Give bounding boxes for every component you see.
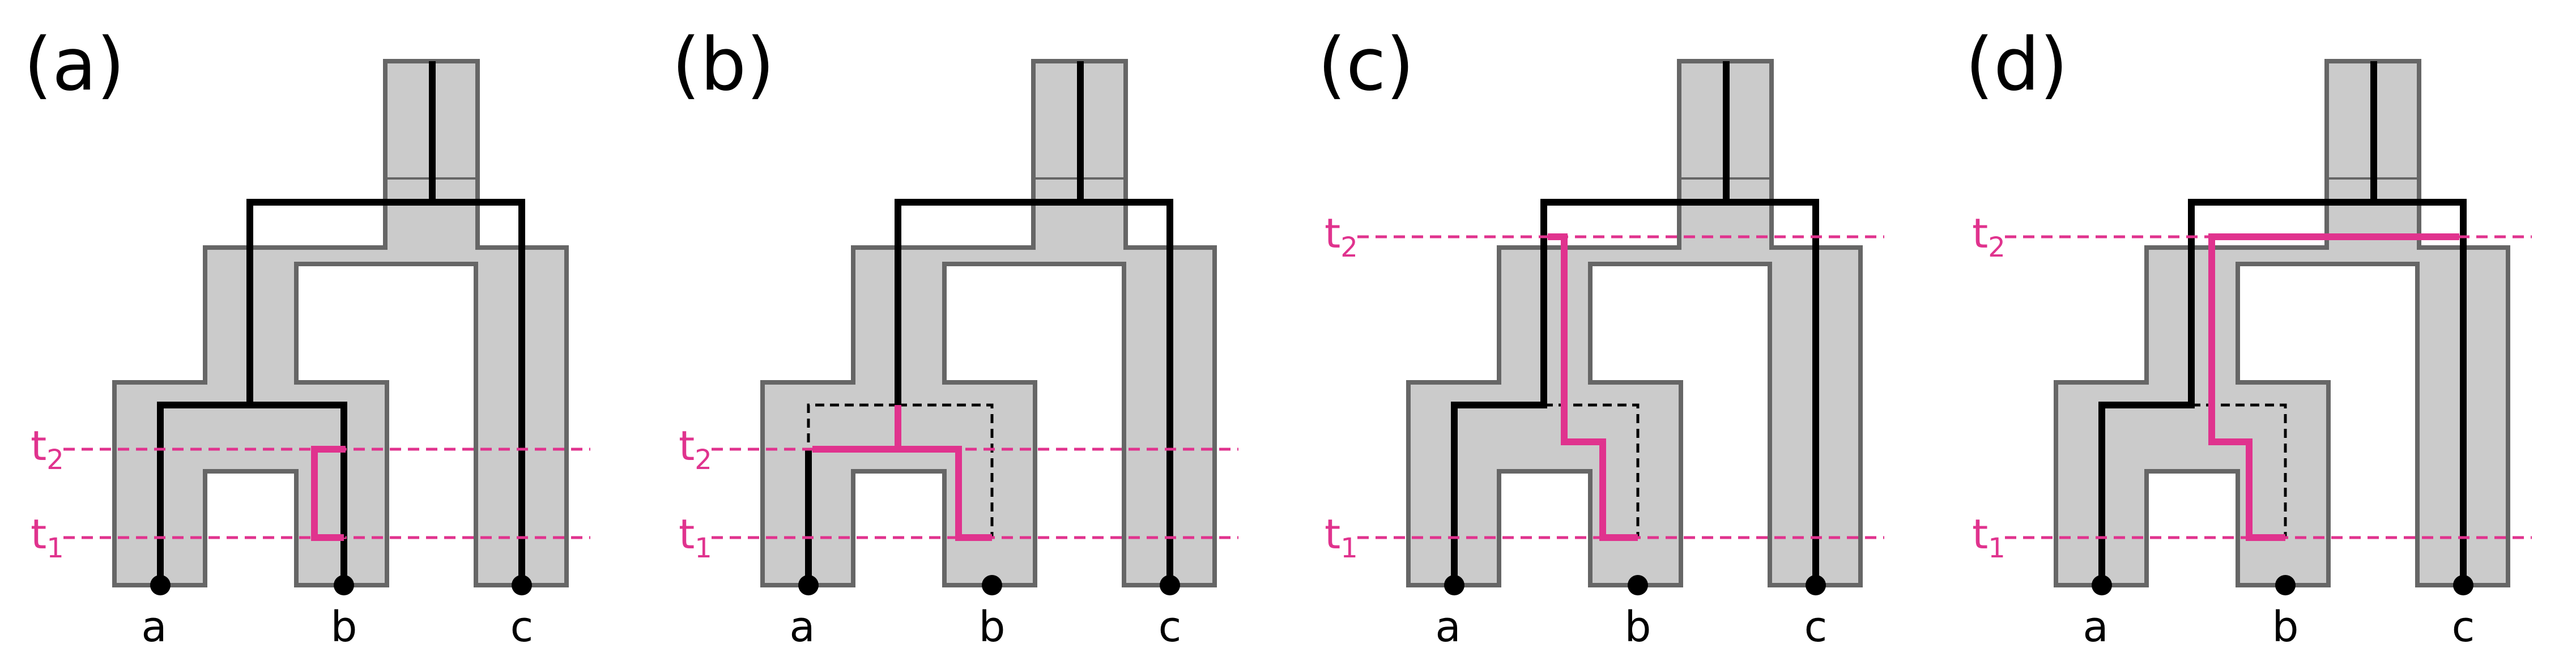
time-label-t2: t2 — [31, 422, 64, 476]
time-label-t1: t1 — [31, 510, 64, 564]
leaf-label-c: c — [1804, 603, 1828, 651]
leaf-label-b: b — [1625, 603, 1651, 651]
panel-a: (a) t2 t1 a b c — [24, 23, 590, 651]
migration-path — [311, 446, 346, 541]
migration-path — [1548, 233, 1638, 541]
leaf-node-c — [512, 575, 532, 595]
leaf-node-b — [2275, 575, 2296, 595]
leaf-label-c: c — [510, 603, 534, 651]
time-label-t2: t2 — [1325, 210, 1358, 263]
leaf-label-b: b — [331, 603, 357, 651]
gene-tree — [805, 61, 1173, 585]
leaf-label-a: a — [141, 603, 167, 651]
leaf-label-a: a — [789, 603, 815, 651]
panel-c: (c) t2 t1 a b c — [1318, 23, 1884, 651]
panel-label: (b) — [672, 23, 774, 107]
panel-label: (d) — [1965, 23, 2068, 107]
gene-tree — [157, 61, 525, 585]
panel-d: (d) t2 t1 a b c — [1965, 23, 2532, 651]
species-tree — [2054, 175, 2510, 587]
leaf-node-c — [1806, 575, 1826, 595]
time-label-t1: t1 — [679, 510, 712, 564]
leaf-node-c — [2453, 575, 2473, 595]
original-edge — [807, 403, 994, 538]
panel-b: (b) t2 t1 a b c — [672, 23, 1238, 651]
species-tree — [760, 175, 1217, 587]
migration-path — [2208, 233, 2459, 541]
leaf-node-b — [1628, 575, 1648, 595]
panel-label: (a) — [24, 23, 125, 107]
leaf-label-c: c — [1159, 603, 1182, 651]
leaf-label-a: a — [1435, 603, 1461, 651]
time-label-t1: t1 — [1325, 510, 1358, 564]
leaf-node-b — [334, 575, 354, 595]
leaf-label-c: c — [2452, 603, 2475, 651]
time-label-t2: t2 — [679, 422, 712, 476]
original-edge — [1544, 403, 1640, 538]
leaf-label-b: b — [979, 603, 1006, 651]
leaf-node-b — [982, 575, 1002, 595]
leaf-node-a — [150, 575, 171, 595]
time-label-t2: t2 — [1972, 210, 2006, 263]
gene-tree — [2098, 61, 2467, 585]
leaf-node-c — [1160, 575, 1180, 595]
gene-tree — [1451, 61, 1819, 585]
leaf-node-a — [798, 575, 819, 595]
panel-label: (c) — [1318, 23, 1414, 107]
leaf-label-b: b — [2272, 603, 2299, 651]
leaf-node-a — [2092, 575, 2112, 595]
time-label-t1: t1 — [1972, 510, 2006, 564]
species-tree — [1406, 175, 1863, 587]
leaf-label-a: a — [2083, 603, 2108, 651]
species-tree — [112, 175, 569, 587]
leaf-node-a — [1444, 575, 1464, 595]
migration-path — [812, 446, 992, 541]
original-edge — [2191, 403, 2287, 538]
